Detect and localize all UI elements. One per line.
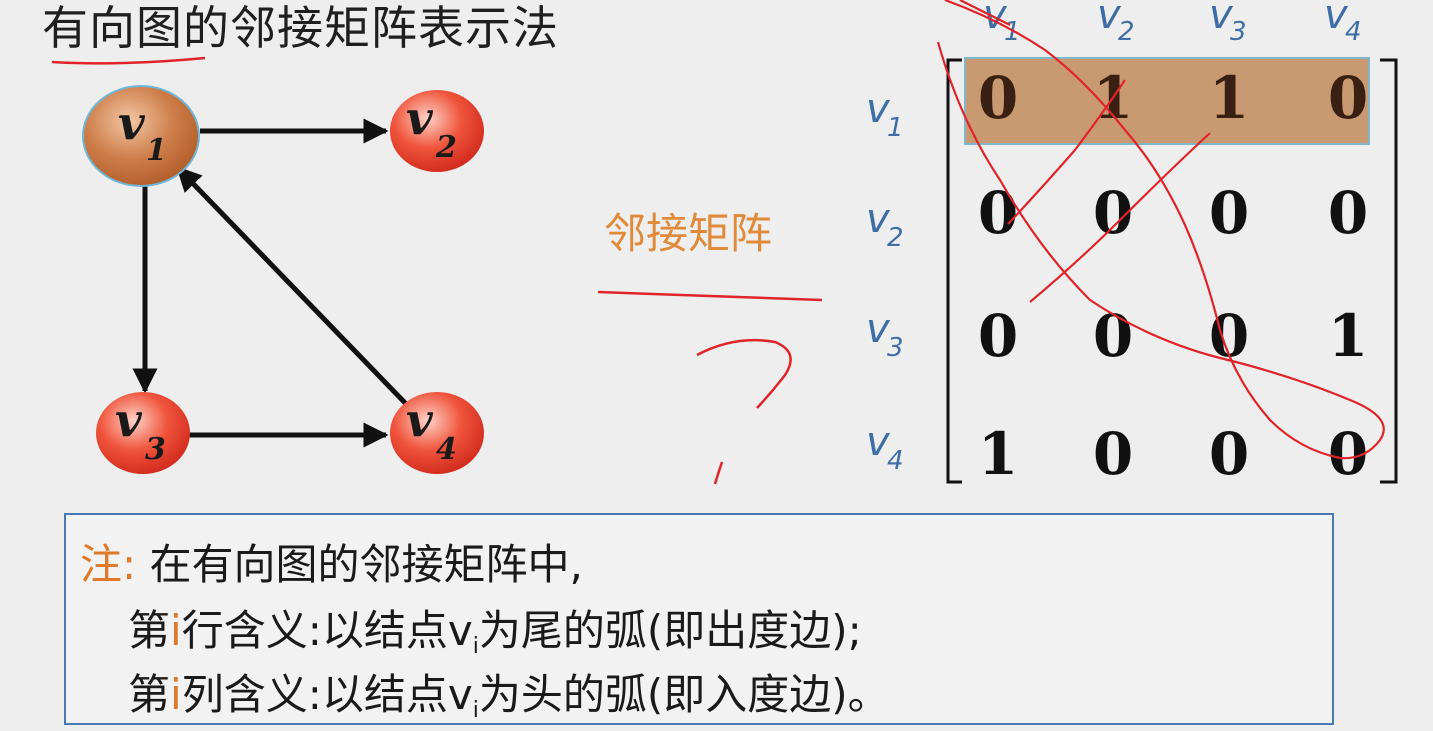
matrix-cell: 0 <box>978 302 1018 370</box>
matrix-cell: 0 <box>1093 302 1133 370</box>
graph-edges <box>132 118 412 448</box>
note-line-3: 第i列含义:以结点vi为头的弧(即入度边)。 <box>128 661 890 723</box>
note-line-3-part-a: 第 <box>128 670 171 719</box>
note-line-2-part-b: 行含义:以结点v <box>181 606 473 655</box>
node-v2-sub: 2 <box>435 130 457 165</box>
matrix-right-bracket <box>1380 58 1398 484</box>
node-v2: v 2 <box>390 90 484 172</box>
matrix-brackets <box>946 58 1398 484</box>
matrix-cell: 1 <box>1328 302 1368 370</box>
node-v1: v 1 <box>82 85 200 187</box>
note-line-3-i: i <box>170 670 182 719</box>
adjacency-matrix-label: 邻接矩阵 <box>604 209 773 258</box>
matrix-row-highlight <box>964 57 1370 145</box>
label-underline-annotation <box>597 290 823 302</box>
node-v3-sub: 3 <box>145 432 166 467</box>
matrix-row-labels: v 1 v 2 v 3 v 4 <box>866 86 904 476</box>
col-label-v3-sub: 3 <box>1230 17 1247 47</box>
row-label-v1-sub: 1 <box>887 113 904 143</box>
cross-stroke-2 <box>1029 132 1211 303</box>
matrix-cell: 0 <box>1328 179 1368 247</box>
row-label-v1-letter: v <box>866 86 891 132</box>
node-v1-letter: v <box>118 96 146 150</box>
cross-stroke-1 <box>1007 79 1126 225</box>
row-label-v4-letter: v <box>866 419 891 465</box>
matrix-column-labels: v 1 v 2 v 3 v 4 <box>983 0 1362 47</box>
title-underline-annotation <box>51 56 206 65</box>
col-label-v4-letter: v <box>1324 0 1349 38</box>
note-line-3-part-b: 列含义:以结点v <box>181 670 473 719</box>
node-v3-letter: v <box>115 393 143 447</box>
node-v4-sub: 4 <box>436 432 457 467</box>
node-v2-letter: v <box>406 91 434 145</box>
edge-v4-v1 <box>176 166 412 410</box>
col-label-v4-sub: 4 <box>1345 17 1362 47</box>
matrix-cell: 1 <box>1209 64 1249 132</box>
note-line-2-part-a: 第 <box>128 606 171 655</box>
diagonal-loop-annotation <box>936 0 1385 460</box>
col-label-v2-sub: 2 <box>1118 17 1135 47</box>
note-line-1-text: 在有向图的邻接矩阵中, <box>149 540 583 589</box>
note-line-2-part-c: 为尾的弧(即出度边); <box>478 606 862 655</box>
matrix-annotations <box>936 0 1385 460</box>
row-label-v3-letter: v <box>866 306 891 352</box>
note-line-3-sub: i <box>472 698 479 723</box>
col-label-v1-letter: v <box>983 0 1008 38</box>
page-title: 有向图的邻接矩阵表示法 <box>42 1 559 55</box>
col-label-v1-sub: 1 <box>1004 17 1021 47</box>
matrix-cell: 0 <box>1328 64 1368 132</box>
row-label-v2-letter: v <box>866 196 891 242</box>
top-stroke <box>959 0 1011 26</box>
matrix-left-bracket <box>946 58 962 484</box>
matrix-cells: 0 1 1 0 0 0 0 0 0 0 0 1 1 0 0 0 <box>978 64 1368 488</box>
node-v3: v 3 <box>96 392 190 474</box>
matrix-cell: 0 <box>978 64 1018 132</box>
col-label-v2-letter: v <box>1097 0 1122 38</box>
row-label-v2-sub: 2 <box>887 223 904 253</box>
matrix-cell: 0 <box>1209 179 1249 247</box>
question-dot-annotation <box>713 461 724 485</box>
note-line-2-i: i <box>170 606 182 655</box>
node-v4-letter: v <box>406 393 434 447</box>
note-box: 注: 在有向图的邻接矩阵中, 第i行含义:以结点vi为尾的弧(即出度边); 第i… <box>64 513 1334 725</box>
question-mark-annotation <box>696 338 792 409</box>
matrix-cell: 0 <box>978 179 1018 247</box>
note-line-1: 注: 在有向图的邻接矩阵中, <box>80 531 583 592</box>
node-v1-sub: 1 <box>146 133 167 168</box>
note-line-2: 第i行含义:以结点vi为尾的弧(即出度边); <box>128 597 862 659</box>
node-v4: v 4 <box>390 392 484 474</box>
row-label-v4-sub: 4 <box>887 446 904 476</box>
matrix-cell: 0 <box>1093 420 1133 488</box>
row-label-v3-sub: 3 <box>887 333 904 363</box>
matrix-cell: 0 <box>1209 420 1249 488</box>
col-label-v3-letter: v <box>1209 0 1234 38</box>
note-line-2-sub: i <box>472 634 479 659</box>
note-line-3-part-c: 为头的弧(即入度边)。 <box>478 670 890 719</box>
matrix-cell: 1 <box>978 420 1018 488</box>
note-prefix: 注: <box>80 540 137 589</box>
